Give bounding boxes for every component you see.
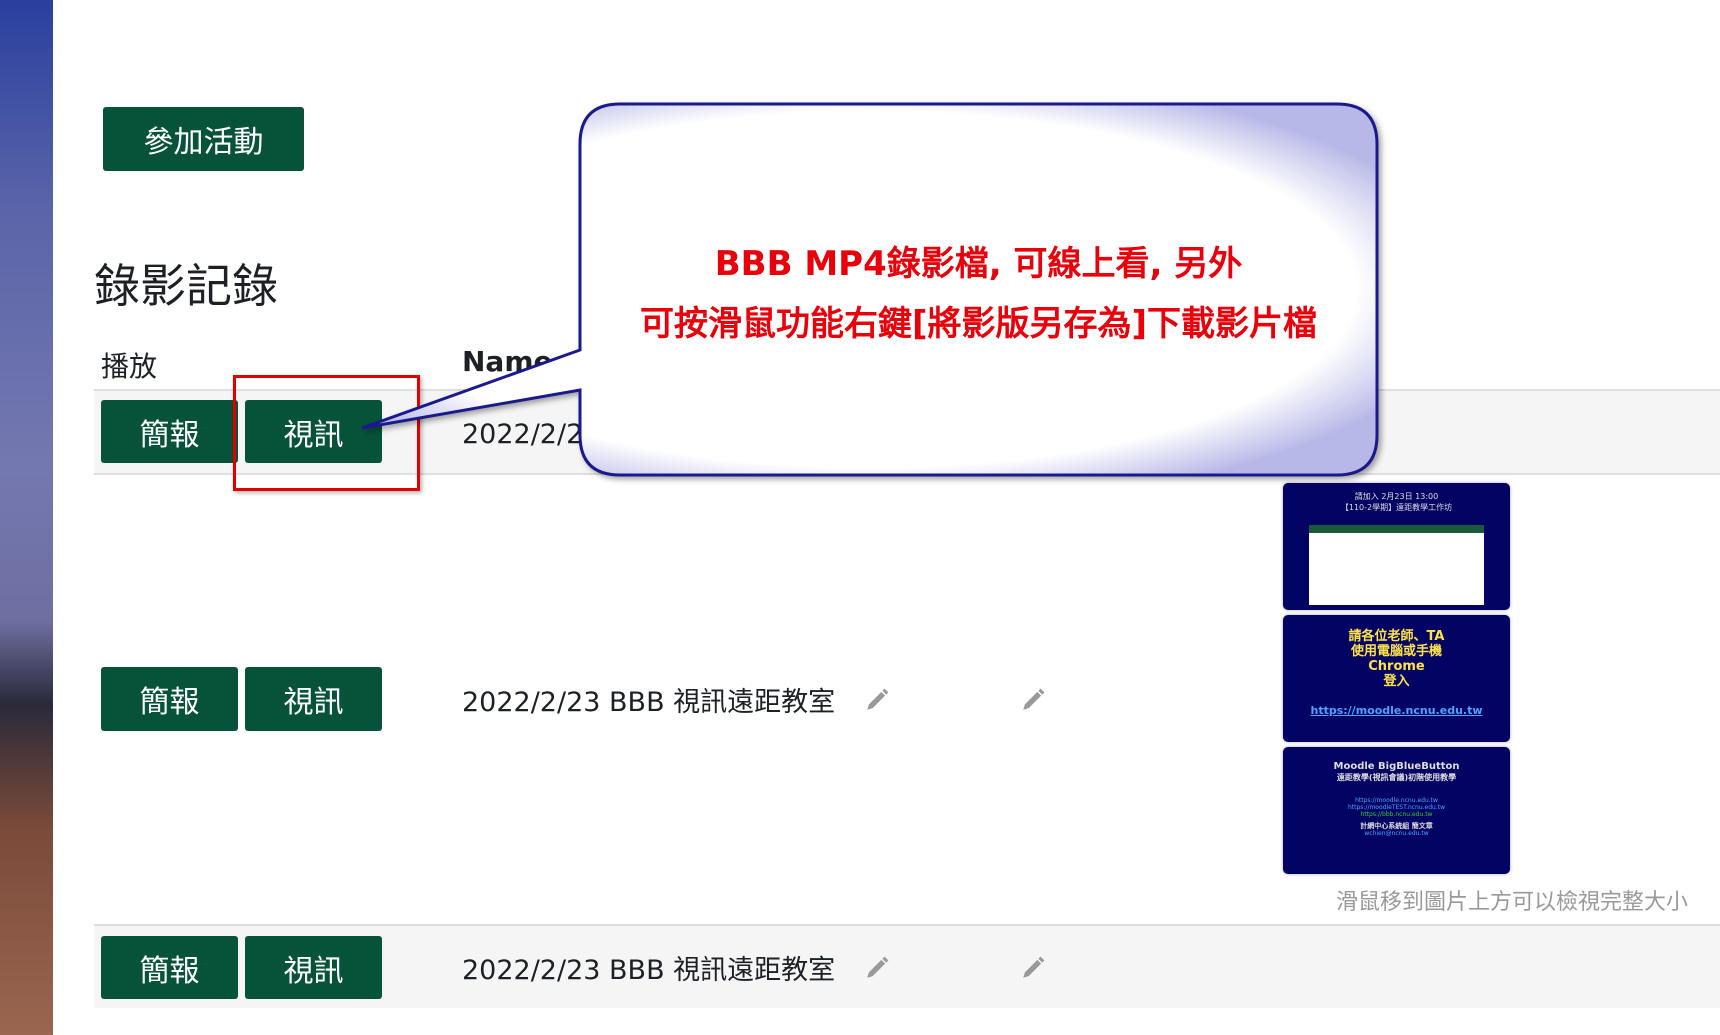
- highlight-box: [233, 375, 420, 491]
- thumbnail-caption: 滑鼠移到圖片上方可以檢視完整大小: [1335, 890, 1688, 915]
- recording-name[interactable]: 2022/2/23 BBB 視訊遠距教室: [462, 687, 836, 718]
- edit-pencil-icon[interactable]: [1020, 687, 1046, 713]
- sidebar-image: [0, 0, 53, 1035]
- thumb-text: 請各位老師、TA: [1348, 629, 1445, 644]
- thumb-text: 登入: [1383, 674, 1410, 689]
- slide-thumbnail[interactable]: 請各位老師、TA 使用電腦或手機 Chrome 登入 https://moodl…: [1283, 615, 1510, 742]
- video-button[interactable]: 視訊: [245, 936, 382, 999]
- slides-button[interactable]: 簡報: [101, 667, 238, 731]
- video-button[interactable]: 視訊: [245, 400, 382, 463]
- thumb-text: 計網中心系統組 簡文章: [1360, 822, 1433, 830]
- thumb-text: 使用電腦或手機: [1350, 644, 1442, 659]
- join-activity-button[interactable]: 參加活動: [103, 107, 304, 171]
- thumb-link: https://moodleTEST.ncnu.edu.tw: [1347, 804, 1446, 811]
- thumb-text: Moodle BigBlueButton: [1333, 761, 1460, 772]
- section-title: 錄影記錄: [94, 259, 278, 313]
- recording-name[interactable]: 2022/2/23 BBB 視訊遠距教室: [462, 955, 836, 986]
- edit-name-pencil-icon[interactable]: [864, 687, 890, 713]
- edit-name-pencil-icon[interactable]: [864, 955, 890, 981]
- thumb-text: wchien@ncnu.edu.tw: [1364, 830, 1429, 837]
- thumb-text: 請加入 2月23日 13:00: [1354, 492, 1439, 501]
- edit-pencil-icon[interactable]: [1020, 955, 1046, 981]
- header-play: 播放: [101, 350, 158, 383]
- slide-thumbnail[interactable]: 請加入 2月23日 13:00 【110-2學期】遠距教學工作坊: [1283, 483, 1510, 610]
- callout-line-1: BBB MP4錄影檔, 可線上看, 另外: [714, 244, 1243, 284]
- thumb-text: Chrome: [1368, 659, 1425, 674]
- thumb-text: 【110-2學期】遠距教學工作坊: [1340, 503, 1453, 512]
- screenshot-preview: [1309, 525, 1484, 605]
- slides-button[interactable]: 簡報: [101, 936, 238, 999]
- callout-line-2: 可按滑鼠功能右鍵[將影版另存為]下載影片檔: [639, 304, 1318, 344]
- thumb-link: https://bbb.ncnu.edu.tw: [1360, 811, 1433, 818]
- thumb-link: https://moodle.ncnu.edu.tw: [1355, 797, 1438, 804]
- thumb-link: https://moodle.ncnu.edu.tw: [1310, 704, 1483, 717]
- video-button[interactable]: 視訊: [245, 667, 382, 731]
- slide-thumbnail[interactable]: Moodle BigBlueButton 遠距教學(視訊會議)初階使用教學 ht…: [1283, 747, 1510, 874]
- thumb-text: 遠距教學(視訊會議)初階使用教學: [1336, 773, 1457, 782]
- slides-button[interactable]: 簡報: [101, 400, 238, 463]
